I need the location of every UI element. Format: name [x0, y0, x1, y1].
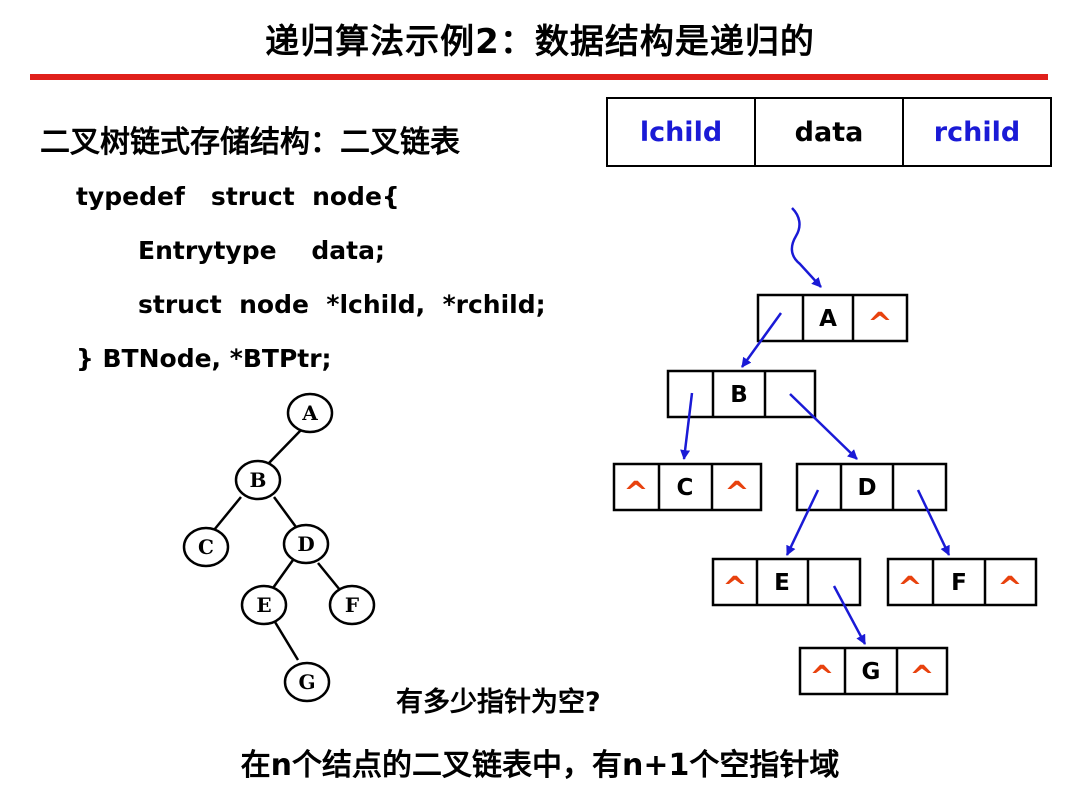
list-node-a: [756, 293, 909, 343]
null-e-lchild: ^: [722, 571, 747, 606]
question-text: 有多少指针为空?: [396, 687, 601, 718]
tree-edge-d-e: [271, 559, 295, 589]
list-node-f: [886, 557, 1038, 607]
tree-label-g: G: [298, 670, 315, 694]
arrow-b-to-c: [680, 392, 694, 460]
null-c-rchild: ^: [724, 476, 749, 511]
field-rchild: rchild: [933, 116, 1021, 148]
list-node-e: [711, 557, 862, 607]
list-label-e: E: [774, 570, 790, 596]
section-heading: 二叉树链式存储结构：二叉链表: [40, 125, 460, 160]
tree-node-d: [282, 523, 330, 565]
code-line-2: Entrytype data;: [138, 236, 385, 265]
list-label-b: B: [730, 382, 748, 408]
null-c-lchild: ^: [623, 476, 648, 511]
conclusion-text: 在n个结点的二叉链表中，有n+1个空指针域: [240, 748, 840, 783]
code-line-3: struct node *lchild, *rchild;: [138, 290, 546, 319]
list-label-f: F: [951, 570, 967, 596]
arrow-e-to-g: [832, 585, 867, 645]
list-label-d: D: [857, 475, 876, 501]
tree-label-f: F: [345, 593, 359, 617]
node-field-layout: lchild data rchild: [606, 97, 1052, 167]
null-a-rchild: ^: [867, 307, 892, 342]
list-node-d: [795, 462, 948, 512]
null-f-rchild: ^: [997, 571, 1022, 606]
tree-node-f: [328, 584, 376, 626]
tree-edge-b-d: [272, 496, 298, 528]
list-node-c: [612, 462, 763, 512]
code-line-4: } BTNode, *BTPtr;: [76, 344, 332, 373]
list-node-g: [798, 646, 949, 696]
null-g-rchild: ^: [909, 660, 934, 695]
tree-label-b: B: [250, 468, 267, 492]
tree-node-c: [182, 526, 230, 568]
list-label-a: A: [819, 306, 837, 332]
code-line-1: typedef struct node{: [76, 182, 400, 211]
tree-edge-b-c: [213, 496, 242, 531]
arrow-d-to-e: [785, 489, 820, 556]
binary-tree: [182, 392, 376, 703]
page-title: 递归算法示例2：数据结构是递归的: [265, 22, 815, 62]
tree-edge-d-f: [317, 562, 341, 591]
root-pointer-arrow: [790, 207, 822, 288]
tree-node-a: [286, 392, 334, 434]
tree-node-e: [240, 584, 288, 626]
tree-label-c: C: [198, 535, 214, 559]
linked-list: [612, 293, 1038, 696]
arrow-a-to-b: [740, 312, 783, 368]
tree-edge-a-b: [267, 428, 303, 465]
arrow-b-to-d: [789, 393, 858, 460]
arrow-d-to-f: [916, 489, 951, 556]
title-divider: [30, 74, 1048, 80]
field-data: data: [756, 99, 904, 165]
tree-edge-e-g: [273, 621, 300, 661]
null-f-lchild: ^: [897, 571, 922, 606]
tree-node-g: [283, 661, 331, 703]
tree-label-e: E: [256, 593, 271, 617]
list-label-c: C: [677, 475, 694, 501]
list-label-g: G: [862, 659, 881, 685]
tree-label-d: D: [297, 532, 314, 556]
tree-label-a: A: [301, 401, 318, 425]
tree-node-b: [234, 459, 282, 501]
field-lchild: lchild: [608, 99, 756, 165]
null-g-lchild: ^: [809, 660, 834, 695]
